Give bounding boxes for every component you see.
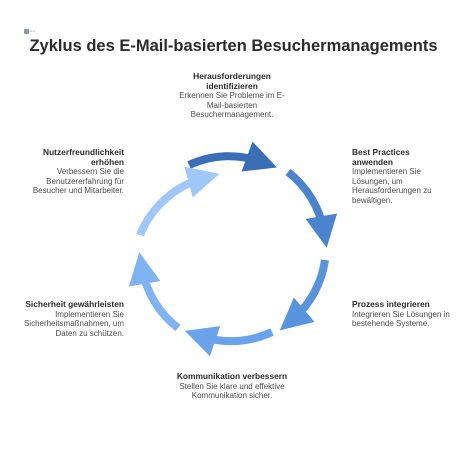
logo-text: Napkin	[25, 29, 36, 33]
step-description: Verbessern Sie die Benutzererfahrung für…	[32, 167, 124, 196]
napkin-logo-icon	[24, 29, 29, 34]
step-heading: Sicherheit gewährleisten	[25, 299, 124, 309]
step-best-practices: Best Practices anwenden Implementieren S…	[352, 147, 452, 206]
cycle-arc-1	[187, 141, 278, 172]
cycle-arc-5	[128, 252, 181, 332]
step-description: Erkennen Sie Probleme im E-Mail-basierte…	[179, 91, 285, 120]
page-title: Zyklus des E-Mail-basierten Besuchermana…	[29, 37, 438, 55]
step-heading: Kommunikation verbessern	[176, 371, 288, 381]
cycle-arc-3	[279, 259, 329, 331]
step-integrate: Prozess integrieren Integrieren Sie Lösu…	[352, 299, 452, 329]
step-description: Stellen Sie klare und effektive Kommunik…	[179, 381, 285, 401]
step-description: Integrieren Sie Lösungen in bestehende S…	[352, 309, 450, 329]
step-heading: Nutzerfreundlichkeit erhöhen	[43, 147, 124, 167]
step-communication: Kommunikation verbessern Stellen Sie kla…	[168, 371, 296, 401]
step-security: Sicherheit gewährleisten Implementieren …	[14, 299, 124, 338]
step-heading: Prozess integrieren	[352, 299, 430, 309]
cycle-arc-6	[136, 166, 220, 237]
step-description: Implementieren Sie Sicherheitsmaßnahmen,…	[23, 309, 124, 338]
cycle-arc-2	[285, 168, 338, 248]
step-usability: Nutzerfreundlichkeit erhöhen Verbessern …	[14, 147, 124, 196]
step-heading: Best Practices anwenden	[352, 147, 410, 167]
step-heading: Herausforderungen identifizieren	[193, 71, 271, 91]
cycle-arc-4	[184, 326, 274, 357]
step-challenges: Herausforderungen identifizieren Erkenne…	[176, 71, 288, 120]
step-description: Implementieren Sie Lösungen, um Herausfo…	[352, 167, 432, 205]
